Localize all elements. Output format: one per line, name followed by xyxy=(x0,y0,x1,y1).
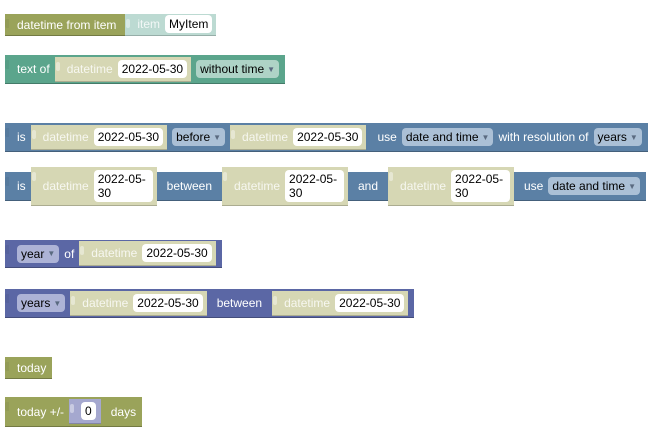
datetime-label: datetime xyxy=(234,178,281,193)
between-label: between xyxy=(166,179,213,193)
datetime-block[interactable]: datetime 2022-05-30 xyxy=(70,290,207,316)
chevron-down-icon: ▼ xyxy=(53,298,62,308)
item-label: item xyxy=(137,17,161,31)
today-offset-block[interactable]: today +/- 0 days xyxy=(5,397,143,427)
block-label: today +/- xyxy=(17,404,65,419)
unit-value: year xyxy=(21,246,45,261)
unit-dropdown[interactable]: years▼ xyxy=(17,294,66,312)
item-block[interactable]: item MyItem xyxy=(125,13,217,36)
datetime-from-item-block[interactable]: datetime from item item MyItem xyxy=(5,13,217,36)
and-label: and xyxy=(357,179,379,193)
date-field[interactable]: 2022-05-30 xyxy=(93,169,153,202)
datetime-label: datetime xyxy=(82,295,129,310)
datetime-block[interactable]: datetime 2022-05-30 xyxy=(30,124,168,150)
unit-value: years xyxy=(21,296,51,310)
datetime-label: datetime xyxy=(242,129,289,144)
year-of-block[interactable]: year▼ of datetime 2022-05-30 xyxy=(5,240,222,268)
date-field[interactable]: 2022-05-30 xyxy=(335,293,405,312)
years-between-block[interactable]: years▼ datetime 2022-05-30 between dateti… xyxy=(5,289,415,318)
today-block[interactable]: today xyxy=(5,357,53,379)
format-value: without time xyxy=(200,62,265,76)
resolution-label: with resolution of xyxy=(498,130,589,144)
block-label: today xyxy=(17,360,47,375)
unit-dropdown[interactable]: year▼ xyxy=(17,244,60,263)
of-label: of xyxy=(64,246,75,261)
mode-dropdown[interactable]: date and time▼ xyxy=(548,177,640,195)
datetime-label: datetime xyxy=(42,129,89,144)
date-field[interactable]: 2022-05-30 xyxy=(133,293,203,312)
mode-value: date and time xyxy=(552,179,626,193)
resolution-value: years xyxy=(597,130,627,144)
datetime-block[interactable]: datetime 2022-05-30 xyxy=(54,56,192,82)
days-number-field[interactable]: 0 xyxy=(81,402,96,420)
date-field[interactable]: 2022-05-30 xyxy=(142,244,212,262)
format-dropdown[interactable]: without time▼ xyxy=(196,60,280,78)
is-label: is xyxy=(17,179,26,193)
date-field[interactable]: 2022-05-30 xyxy=(117,59,188,78)
use-label: use xyxy=(377,130,397,144)
mode-dropdown[interactable]: date and time▼ xyxy=(401,128,494,146)
datetime-block[interactable]: datetime 2022-05-30 xyxy=(272,290,409,316)
datetime-label: datetime xyxy=(91,246,138,260)
text-of-block[interactable]: text of datetime 2022-05-30 without time▼ xyxy=(5,55,286,84)
block-label: datetime from item xyxy=(17,17,117,32)
chevron-down-icon: ▼ xyxy=(267,64,276,74)
number-block[interactable]: 0 xyxy=(69,399,101,424)
datetime-block[interactable]: datetime 2022-05-30 xyxy=(388,166,514,206)
datetime-block[interactable]: datetime 2022-05-30 xyxy=(30,166,157,206)
item-name-field[interactable]: MyItem xyxy=(165,15,213,33)
chevron-down-icon: ▼ xyxy=(629,132,638,142)
datetime-label: datetime xyxy=(66,61,113,76)
datetime-block[interactable]: datetime 2022-05-30 xyxy=(79,241,216,266)
use-label: use xyxy=(523,179,544,193)
mode-value: date and time xyxy=(405,130,479,144)
is-label: is xyxy=(17,130,26,144)
chevron-down-icon: ▼ xyxy=(47,249,56,258)
chevron-down-icon: ▼ xyxy=(628,181,636,191)
datetime-label: datetime xyxy=(42,178,89,193)
datetime-block[interactable]: datetime 2022-05-30 xyxy=(230,124,367,150)
datetime-block[interactable]: datetime 2022-05-30 xyxy=(222,166,348,206)
date-field[interactable]: 2022-05-30 xyxy=(451,169,510,202)
datetime-label: datetime xyxy=(284,295,331,310)
block-label: text of xyxy=(17,62,50,76)
date-field[interactable]: 2022-05-30 xyxy=(93,127,164,146)
is-between-block[interactable]: is datetime 2022-05-30 between datetime 20… xyxy=(5,166,646,206)
chevron-down-icon: ▼ xyxy=(213,132,222,142)
date-field[interactable]: 2022-05-30 xyxy=(293,127,363,146)
datetime-label: datetime xyxy=(400,178,447,193)
days-label: days xyxy=(110,404,137,419)
date-field[interactable]: 2022-05-30 xyxy=(285,169,344,202)
chevron-down-icon: ▼ xyxy=(481,132,490,142)
comparison-value: before xyxy=(176,130,211,144)
comparison-dropdown[interactable]: before▼ xyxy=(172,128,226,146)
resolution-dropdown[interactable]: years▼ xyxy=(593,128,642,146)
between-label: between xyxy=(216,296,263,310)
